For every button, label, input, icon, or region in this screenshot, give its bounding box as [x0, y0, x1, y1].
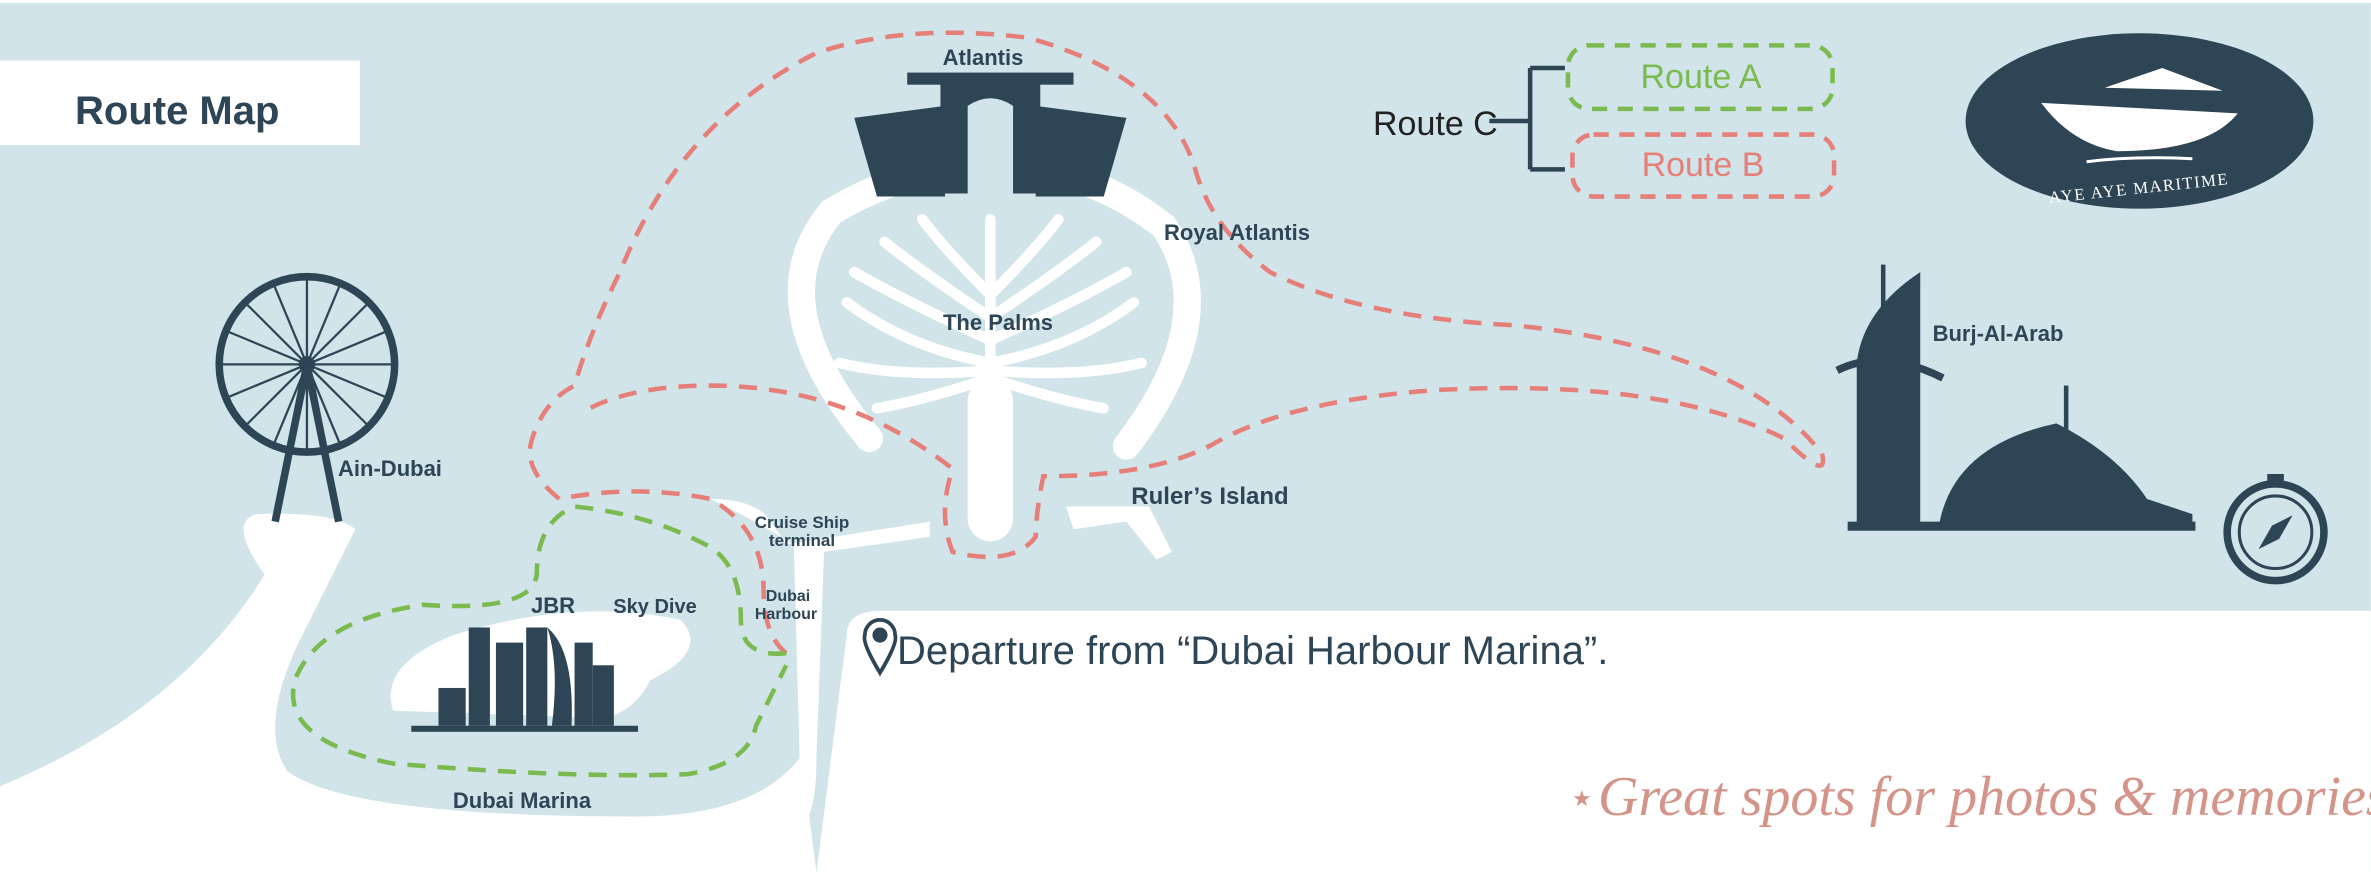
- tagline: Great spots for photos & memories.: [1598, 766, 2371, 828]
- label-jbr: JBR: [531, 593, 575, 618]
- label-cruise-ship: Cruise Ship: [755, 513, 849, 532]
- route-a-path: [290, 504, 789, 778]
- route-legend: [1489, 43, 1837, 199]
- label-cruise-terminal: terminal: [769, 531, 835, 550]
- harbour-breakwater: [710, 498, 930, 825]
- land-mainland: [816, 610, 2371, 872]
- title-box: [0, 60, 360, 146]
- burj-al-arab-icon: [1835, 264, 2196, 531]
- legend-route-b: Route B: [1642, 146, 1765, 184]
- legend-route-a: Route A: [1641, 58, 1762, 96]
- label-atlantis: Atlantis: [943, 45, 1024, 70]
- label-royal-atlantis: Royal Atlantis: [1164, 220, 1310, 245]
- legend-route-c: Route C: [1373, 105, 1498, 143]
- label-ain-dubai: Ain-Dubai: [338, 456, 442, 481]
- location-pin-icon: [862, 618, 898, 677]
- compass-icon: [2223, 474, 2328, 585]
- label-burj-al-arab: Burj-Al-Arab: [1933, 321, 2064, 346]
- atlantis-icon: [854, 72, 1127, 197]
- ain-dubai-wheel-icon: [215, 272, 399, 523]
- star-icon: ★: [1572, 786, 1592, 811]
- land-coast: [0, 513, 817, 872]
- label-the-palms: The Palms: [943, 310, 1053, 335]
- label-dubai-marina: Dubai Marina: [453, 788, 592, 813]
- label-sky-dive: Sky Dive: [613, 596, 696, 618]
- jbr-skyline-icon: [411, 627, 639, 732]
- aye-aye-maritime-logo: AYE AYE MARITIME: [1965, 33, 2314, 209]
- rulers-island-land: [1065, 506, 1172, 560]
- page-title: Route Map: [75, 89, 279, 133]
- label-rulers-island: Ruler’s Island: [1131, 483, 1288, 510]
- label-dubai-harbour-1: Dubai: [766, 588, 810, 605]
- label-dubai-harbour-2: Harbour: [755, 606, 817, 623]
- departure-text: Departure from “Dubai Harbour Marina”.: [897, 629, 1608, 673]
